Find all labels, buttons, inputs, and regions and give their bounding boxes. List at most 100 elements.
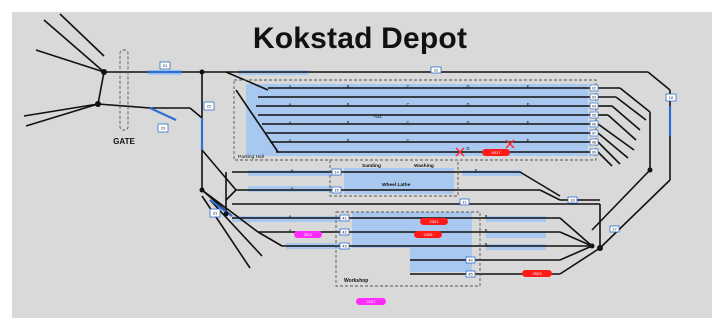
svg-text:44: 44	[468, 258, 473, 263]
blue-track-segments	[148, 70, 672, 217]
track-number-box[interactable]: 08	[589, 138, 599, 146]
area-labels: GATE Parking Hall Sanding Washing Wheel …	[113, 114, 434, 284]
tracks	[23, 13, 671, 275]
parking-hall-highlight	[246, 84, 588, 156]
washing-label: Washing	[414, 163, 434, 169]
svg-text:03: 03	[592, 96, 596, 100]
track-number-box[interactable]: 02	[589, 84, 599, 92]
svg-text:23: 23	[161, 126, 166, 131]
svg-text:07: 07	[592, 132, 596, 136]
svg-text:A: A	[291, 186, 294, 191]
wheel-lathe-label: Wheel Lathe	[382, 182, 411, 188]
signal-marker-right-loop[interactable]: 10	[665, 93, 677, 102]
svg-text:E: E	[527, 84, 530, 89]
svg-text:B: B	[347, 138, 350, 143]
signal-marker-workshop-3[interactable]: 43	[339, 242, 350, 250]
svg-text:45: 45	[468, 272, 473, 277]
sanding-track-highlight	[248, 170, 332, 176]
train-workshop-left-reserved[interactable]: 2511	[294, 231, 322, 238]
svg-text:D: D	[466, 84, 469, 89]
signal-marker-lower-left[interactable]: 31	[209, 208, 221, 218]
svg-text:E: E	[475, 168, 478, 173]
trains: 4017 2301 2405 2511 2603 2207	[294, 149, 552, 305]
svg-text:10: 10	[669, 95, 674, 100]
workshop-right-row1	[486, 216, 546, 222]
svg-text:E: E	[527, 102, 530, 107]
signal-markers: 21 11 10 22 23 31 14 15 41 42 43 44 45 1…	[157, 61, 677, 278]
train-bottom-reserved[interactable]: 2207	[356, 298, 386, 305]
svg-text:D: D	[466, 146, 469, 151]
svg-text:A: A	[289, 228, 292, 233]
signal-marker-lower-right-1[interactable]: 16	[567, 196, 578, 204]
svg-text:A: A	[289, 120, 292, 125]
signal-marker-lower-right-2[interactable]: 17	[609, 225, 620, 233]
svg-text:15: 15	[334, 188, 339, 193]
switch-points	[95, 69, 653, 251]
svg-text:2301: 2301	[430, 219, 440, 224]
signal-marker-facilities-right[interactable]: 11	[459, 198, 470, 206]
hall-column-d: D D D D	[466, 84, 469, 151]
train-workshop-upper[interactable]: 2301	[420, 218, 448, 225]
svg-text:42: 42	[342, 230, 347, 235]
svg-text:A: A	[289, 102, 292, 107]
svg-text:A: A	[291, 168, 294, 173]
train-workshop-lower-right[interactable]: 2603	[522, 270, 552, 277]
signal-marker-workshop-1[interactable]: 41	[339, 214, 350, 222]
svg-text:17: 17	[612, 227, 617, 232]
sanding-washing-outline	[329, 159, 459, 197]
svg-text:D: D	[466, 120, 469, 125]
svg-text:14: 14	[334, 170, 339, 175]
facility-letters: A A E A A B B B	[289, 168, 488, 247]
svg-text:11: 11	[462, 200, 467, 205]
conflict-markers	[455, 139, 515, 157]
track-number-box[interactable]: 03	[589, 93, 599, 101]
page-title: Kokstad Depot	[252, 22, 468, 55]
svg-text:2603: 2603	[533, 271, 543, 276]
signal-marker-facilities-lower[interactable]: 15	[331, 186, 342, 194]
svg-text:B: B	[347, 120, 350, 125]
svg-text:08: 08	[592, 141, 596, 145]
signal-marker-workshop-4[interactable]: 44	[465, 256, 476, 264]
hall-track-numbers: 02 03 04 05 06 07 08 09	[589, 84, 599, 156]
svg-text:43: 43	[342, 244, 347, 249]
svg-text:D: D	[466, 102, 469, 107]
workshop-label: Workshop	[344, 278, 368, 284]
signal-marker-workshop-5[interactable]: 45	[465, 270, 476, 278]
signal-marker-gate-lower[interactable]: 23	[157, 123, 169, 133]
area-outlines	[119, 49, 597, 287]
highlight-sections	[148, 70, 588, 272]
svg-text:11: 11	[434, 68, 439, 73]
signal-marker-top-mid[interactable]: 11	[430, 66, 442, 74]
svg-text:C: C	[406, 138, 409, 143]
signal-marker-gate-left[interactable]: 22	[203, 101, 215, 111]
sanding-label: Sanding	[362, 163, 381, 169]
workshop-row1-left	[232, 216, 340, 222]
track-number-box[interactable]: 09	[589, 148, 599, 156]
train-workshop-middle[interactable]: 2405	[414, 231, 442, 238]
track-number-box[interactable]: 05	[589, 111, 599, 119]
signal-marker-workshop-2[interactable]: 42	[339, 228, 350, 236]
svg-text:4017: 4017	[492, 150, 502, 155]
track-number-box[interactable]: 07	[589, 129, 599, 137]
svg-text:B: B	[347, 84, 350, 89]
track-number-box[interactable]: 04	[589, 102, 599, 110]
svg-text:22: 22	[207, 104, 212, 109]
svg-text:09: 09	[592, 151, 596, 155]
workshop-outline	[335, 211, 481, 287]
right-facility-highlight	[462, 170, 522, 176]
train-hall[interactable]: 4017	[482, 149, 510, 156]
svg-text:A: A	[289, 138, 292, 143]
signal-marker-top-entry[interactable]: 21	[159, 61, 171, 70]
gate-label: GATE	[113, 137, 135, 146]
workshop-right-row2	[486, 232, 546, 238]
track-number-box[interactable]: 06	[589, 120, 599, 128]
svg-text:A: A	[289, 84, 292, 89]
svg-text:02: 02	[592, 87, 596, 91]
signal-marker-facilities-upper[interactable]: 14	[331, 168, 342, 176]
